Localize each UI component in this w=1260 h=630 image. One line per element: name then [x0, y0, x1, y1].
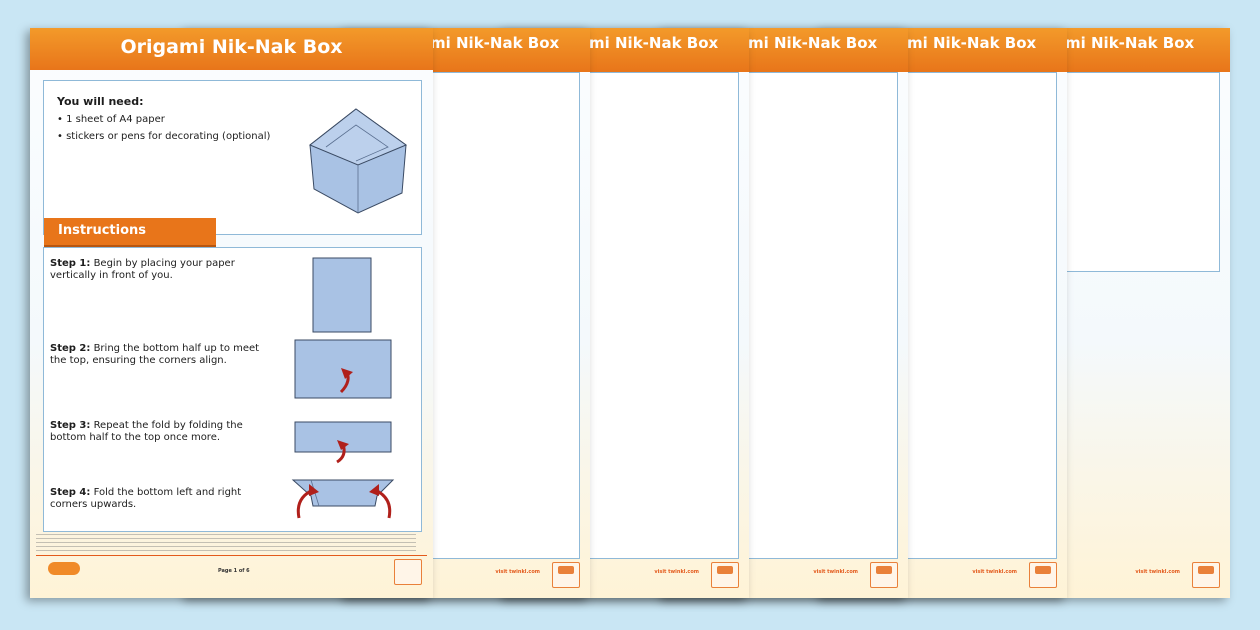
- step-label: Step 2:: [50, 343, 91, 354]
- page-footer: visit twinkl.com: [346, 558, 749, 598]
- twinkl-badge-icon: [394, 559, 422, 585]
- step-4: Step 4: Fold the bottom left and right c…: [50, 487, 265, 511]
- finished-box-illustration: [309, 108, 408, 214]
- twinkl-badge-icon: [1029, 562, 1057, 588]
- page-number: Page 1 of 6: [218, 568, 250, 574]
- page-banner: Origami Nik-Nak Box: [30, 28, 433, 70]
- disclaimer-text: [36, 534, 416, 554]
- step-1: Step 1: Begin by placing your paper vert…: [50, 258, 265, 282]
- page-footer: visit twinkl.com: [664, 558, 1067, 598]
- materials-item: stickers or pens for decorating (optiona…: [57, 131, 270, 142]
- instructions-tab: Instructions: [44, 218, 216, 247]
- step-label: Step 1:: [50, 258, 91, 269]
- banner-title: mi Nik-Nak Box: [1065, 34, 1195, 52]
- twinkl-logo: [48, 562, 80, 575]
- step-1-paper: [312, 257, 372, 333]
- footer-url: visit twinkl.com: [654, 569, 699, 575]
- step-text: Repeat the fold by folding the bottom ha…: [50, 420, 243, 443]
- footer-url: visit twinkl.com: [495, 569, 540, 575]
- step-text: Fold the bottom left and right corners u…: [50, 487, 242, 510]
- worksheet-page-1[interactable]: Origami Nik-Nak Box You will need: 1 she…: [30, 28, 433, 598]
- page-title: Origami Nik-Nak Box: [120, 36, 343, 58]
- twinkl-badge-icon: [1192, 562, 1220, 588]
- twinkl-badge-icon: [870, 562, 898, 588]
- banner-title: mi Nik-Nak Box: [589, 34, 719, 52]
- step-label: Step 4:: [50, 487, 91, 498]
- footer-url: visit twinkl.com: [972, 569, 1017, 575]
- step-text: Bring the bottom half up to meet the top…: [50, 343, 260, 366]
- banner-title: mi Nik-Nak Box: [907, 34, 1037, 52]
- page-footer: visit twinkl.com: [822, 558, 1230, 598]
- banner-title: mi Nik-Nak Box: [430, 34, 560, 52]
- step-3: Step 3: Repeat the fold by folding the b…: [50, 420, 265, 444]
- step-2: Step 2: Bring the bottom half up to meet…: [50, 343, 265, 367]
- step-label: Step 3:: [50, 420, 91, 431]
- materials-box: You will need: 1 sheet of A4 paper stick…: [43, 80, 422, 235]
- step-text: Begin by placing your paper vertically i…: [50, 258, 235, 281]
- twinkl-badge-icon: [552, 562, 580, 588]
- step-illustrations: [291, 257, 395, 519]
- banner-title: mi Nik-Nak Box: [748, 34, 878, 52]
- twinkl-badge-icon: [711, 562, 739, 588]
- page-footer: visit twinkl.com: [505, 558, 908, 598]
- instructions-heading: Instructions: [58, 223, 147, 238]
- footer-url: visit twinkl.com: [813, 569, 858, 575]
- steps-box: Step 1: Begin by placing your paper vert…: [43, 247, 422, 532]
- materials-heading: You will need:: [57, 95, 144, 108]
- footer-divider: [36, 555, 427, 556]
- materials-list: 1 sheet of A4 paper stickers or pens for…: [57, 114, 270, 148]
- step-4-paper: [291, 479, 395, 507]
- footer-url: visit twinkl.com: [1135, 569, 1180, 575]
- page-footer: visit twinkl.com: [187, 558, 590, 598]
- materials-item: 1 sheet of A4 paper: [57, 114, 270, 125]
